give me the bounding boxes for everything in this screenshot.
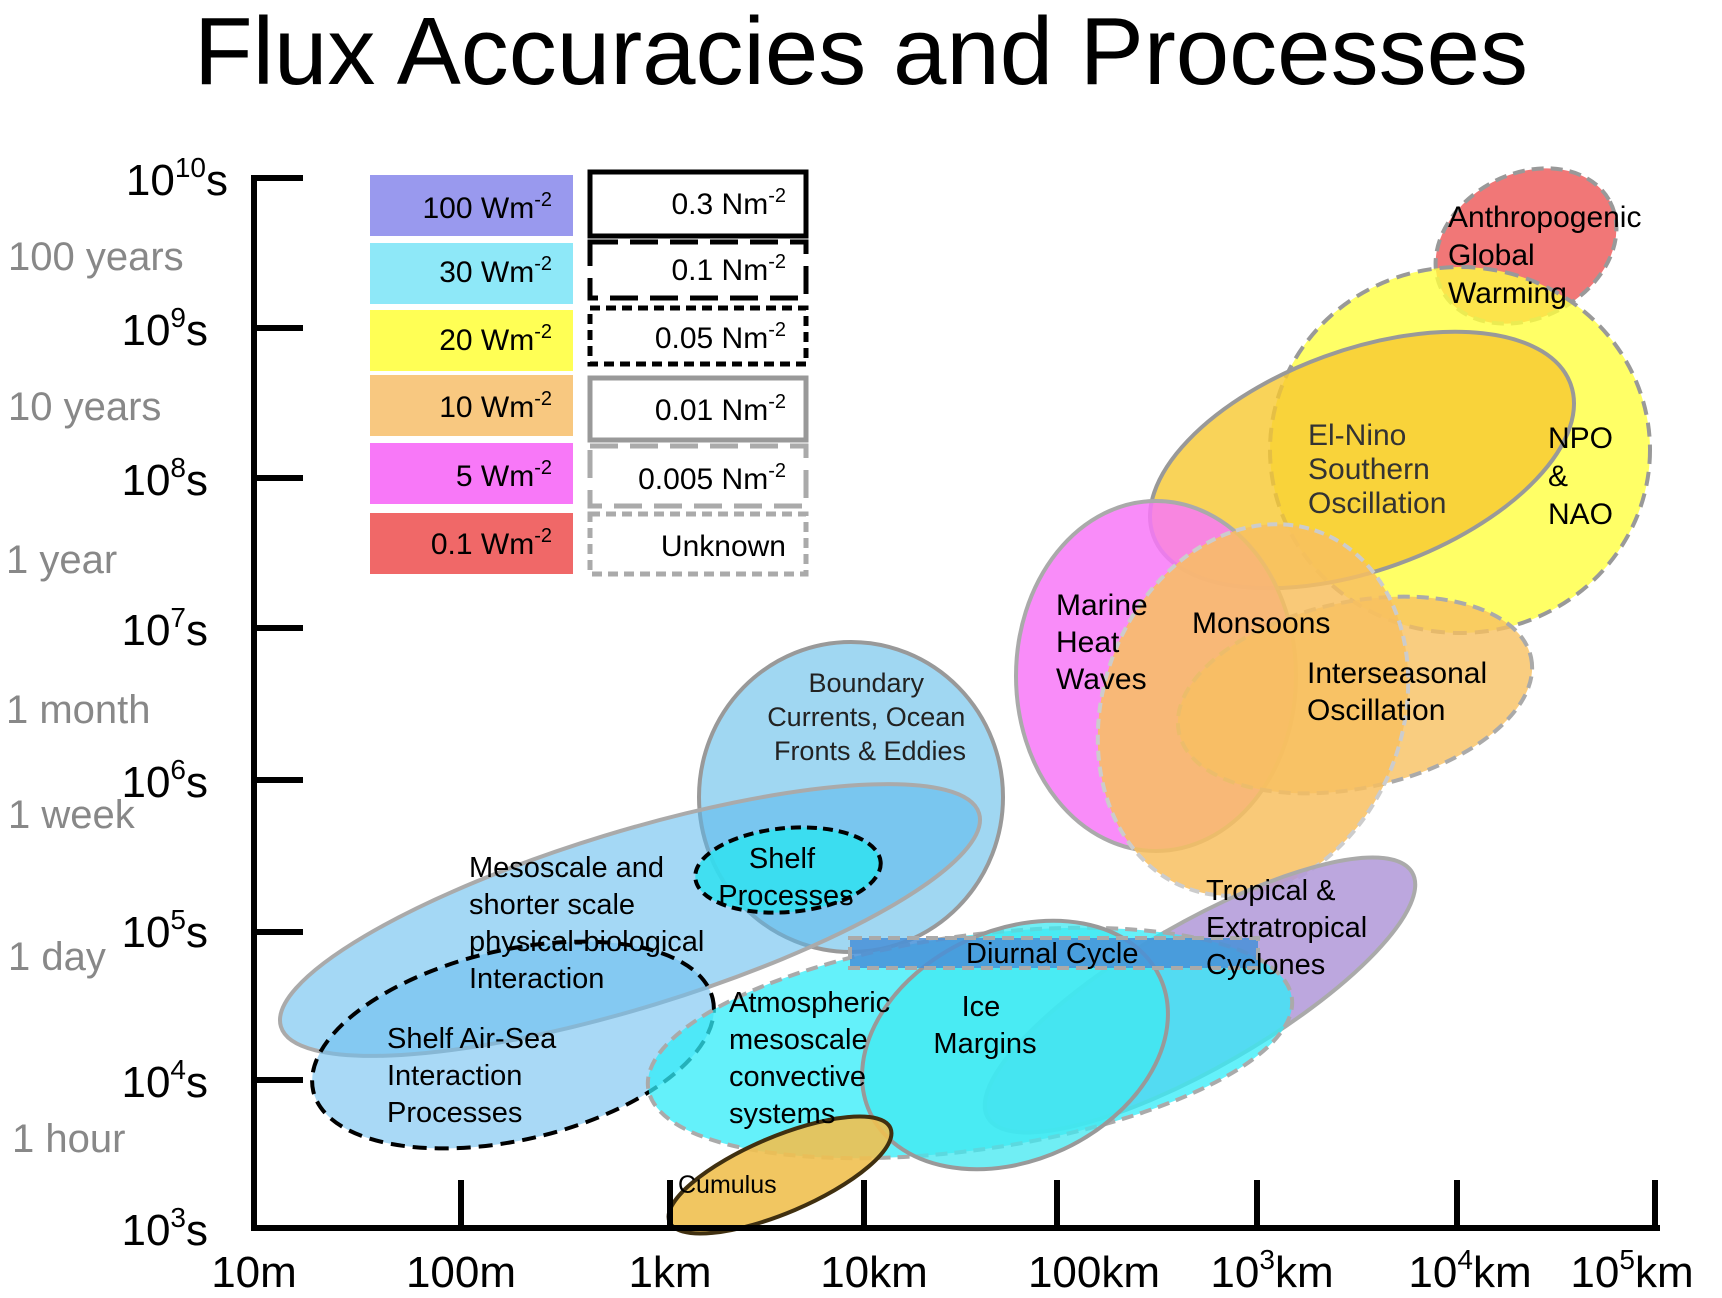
y-tick-labels: 103s 104s 105s 106s 107s 108s 109s 1010s xyxy=(121,152,228,1255)
legend-box-solid-black xyxy=(587,169,809,239)
x-tick-label: 100m xyxy=(406,1248,516,1297)
atmospheric-mesoscale-label: Atmospheric mesoscale convective systems xyxy=(729,987,898,1130)
heat-flux-legend: 100 Wm-2 30 Wm-2 20 Wm-2 10 Wm-2 5 Wm-2 … xyxy=(370,175,573,574)
legend-label: 0.01 Nm-2 xyxy=(655,391,786,427)
shelf-air-sea-ellipse xyxy=(310,939,716,1151)
ice-margins-label: Ice Margins xyxy=(933,991,1036,1060)
marine-heat-waves-label: Marine Heat Waves xyxy=(1056,589,1156,696)
y-tick-label: 103s xyxy=(121,1202,208,1255)
legend-label: 0.1 Wm-2 xyxy=(431,525,552,561)
stress-legend: 0.3 Nm-2 0.1 Nm-2 0.05 Nm-2 0.01 Nm-2 0.… xyxy=(587,169,809,577)
time-label: 100 years xyxy=(8,235,184,279)
time-label: 1 day xyxy=(8,935,106,979)
legend-label: 20 Wm-2 xyxy=(439,321,552,357)
legend-swatch xyxy=(370,443,573,504)
shelf-processes-ellipse xyxy=(693,825,883,915)
x-tick-label: 104km xyxy=(1408,1244,1531,1297)
legend-swatch xyxy=(370,375,573,436)
legend-box-solid-grey xyxy=(587,375,809,443)
y-tick-label: 104s xyxy=(121,1054,208,1107)
monsoons-label: Monsoons xyxy=(1192,607,1330,640)
npo-nao-label: NPO & NAO xyxy=(1548,422,1621,531)
legend-label: 0.3 Nm-2 xyxy=(672,185,787,221)
legend-box-long-dash-grey xyxy=(587,443,809,509)
page-title: Flux Accuracies and Processes xyxy=(194,0,1528,105)
diurnal-cycle-bar xyxy=(848,936,1260,970)
legend-label: 5 Wm-2 xyxy=(456,457,552,493)
axes xyxy=(251,175,1660,1231)
shelf-air-sea-label: Shelf Air-Sea Interaction Processes xyxy=(387,1023,564,1129)
time-label: 1 month xyxy=(6,688,151,732)
x-tick-label: 100km xyxy=(1028,1248,1160,1297)
tropical-cyclones-label: Tropical & Extratropical Cyclones xyxy=(1206,875,1375,981)
interseasonal-label: Interseasonal Oscillation xyxy=(1307,657,1495,727)
y-tick-label: 108s xyxy=(121,452,208,505)
enso-label: El-Nino Southern Oscillation xyxy=(1308,419,1446,520)
y-tick-label: 109s xyxy=(121,302,208,355)
x-tick-label: 105km xyxy=(1570,1244,1693,1297)
time-label: 1 hour xyxy=(12,1117,125,1161)
time-label: 1 year xyxy=(6,538,117,582)
time-labels: 1 hour 1 day 1 week 1 month 1 year 10 ye… xyxy=(6,235,184,1161)
y-tick-label: 1010s xyxy=(126,152,228,205)
diurnal-cycle-label: Diurnal Cycle xyxy=(966,938,1138,970)
legend-swatch xyxy=(370,243,573,304)
boundary-currents-label: Boundary Currents, Ocean Fronts & Eddies xyxy=(767,668,973,766)
cumulus-label: Cumulus xyxy=(678,1171,777,1199)
x-tick-label: 1km xyxy=(628,1248,711,1297)
shelf-processes-label: Shelf Processes xyxy=(718,843,853,912)
legend-swatch xyxy=(370,310,573,371)
legend-swatch xyxy=(370,175,573,236)
legend: 100 Wm-2 30 Wm-2 20 Wm-2 10 Wm-2 5 Wm-2 … xyxy=(370,169,809,577)
x-tick-label: 103km xyxy=(1210,1244,1333,1297)
legend-label: Unknown xyxy=(661,530,786,563)
legend-label: 30 Wm-2 xyxy=(439,253,552,289)
x-tick-label: 10m xyxy=(211,1248,297,1297)
legend-box-short-dash-grey xyxy=(587,511,809,577)
y-tick-label: 106s xyxy=(121,754,208,807)
time-label: 1 week xyxy=(8,793,136,837)
y-tick-label: 105s xyxy=(121,904,208,957)
y-tick-label: 107s xyxy=(121,602,208,655)
x-tick-label: 10km xyxy=(820,1248,928,1297)
legend-label: 0.1 Nm-2 xyxy=(672,251,787,287)
mesoscale-label: Mesoscale and shorter scale physical-bio… xyxy=(469,852,712,995)
legend-box-short-dash-black xyxy=(587,305,809,367)
legend-swatch xyxy=(370,513,573,574)
anthropogenic-label: Anthropogenic Global Warming xyxy=(1448,201,1650,310)
legend-label: 100 Wm-2 xyxy=(423,189,553,225)
legend-label: 0.005 Nm-2 xyxy=(638,460,786,496)
legend-box-long-dash-black xyxy=(587,239,809,301)
legend-label: 0.05 Nm-2 xyxy=(655,319,786,355)
monsoons-ellipse xyxy=(1095,522,1411,898)
time-label: 10 years xyxy=(8,385,161,429)
legend-label: 10 Wm-2 xyxy=(439,388,552,424)
x-tick-labels: 10m 100m 1km 10km 100km 103km 104km 105k… xyxy=(211,1244,1693,1297)
